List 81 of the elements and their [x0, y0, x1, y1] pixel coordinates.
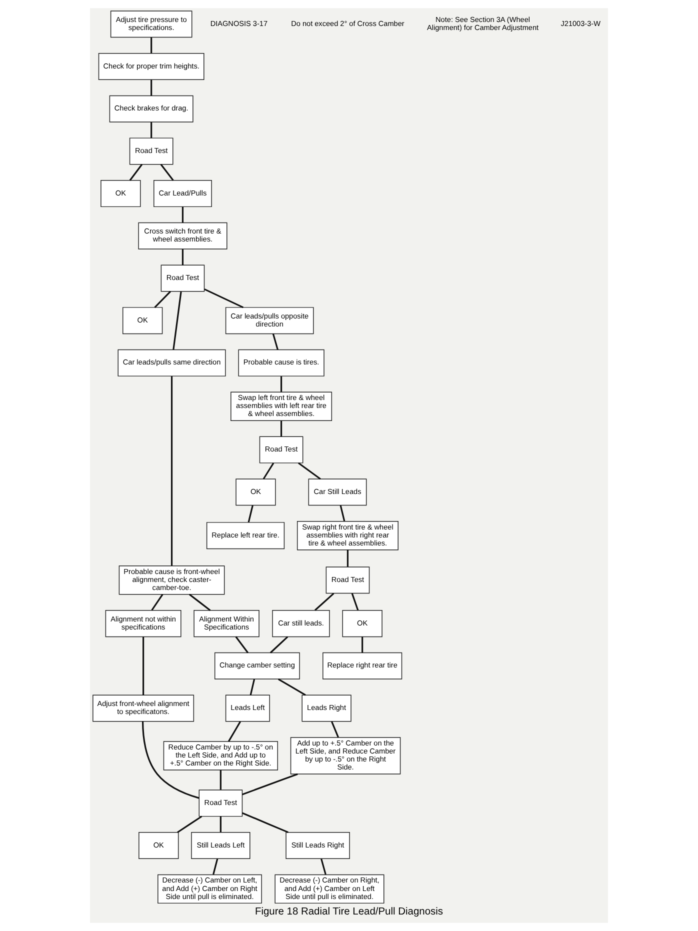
- label: Do not exceed 2° of Cross Camber: [291, 18, 404, 28]
- node-box: Road Test: [198, 790, 243, 817]
- connector: [182, 206, 184, 223]
- connector: [314, 592, 334, 611]
- connector: [212, 858, 218, 875]
- connector: [242, 773, 298, 796]
- node-box: Adjust tire pressure to specifications.: [110, 10, 192, 38]
- connector: [220, 816, 222, 832]
- node-box: Car leads/pulls opposite direction: [225, 307, 314, 334]
- connector: [172, 292, 182, 350]
- connector: [129, 164, 143, 181]
- node-box: OK: [138, 832, 179, 860]
- connector: [346, 550, 349, 567]
- connector: [262, 462, 274, 480]
- connector: [150, 37, 152, 54]
- node-box: Probable cause is tires.: [238, 349, 324, 376]
- connector: [204, 288, 244, 308]
- node-box: Car Lead/Pulls: [154, 180, 212, 208]
- label: Note: See Section 3A (Wheel Alignment) for Camber Adjustment: [427, 14, 539, 32]
- connector: [280, 376, 282, 392]
- node-box: Alignment Within Specifications: [194, 610, 260, 638]
- node-box: Car leads/pulls same direction: [118, 349, 226, 376]
- node-box: Swap left front tire & wheel assemblies with left rear tire & wheel assemblies.: [230, 392, 332, 421]
- caption: Figure 18 Radial Tire Lead/Pull Diagnosis: [254, 906, 444, 918]
- node-box: OK: [122, 307, 163, 334]
- node-box: Road Test: [160, 264, 205, 292]
- connector: [280, 420, 282, 436]
- connector: [182, 249, 184, 266]
- connector: [278, 678, 306, 696]
- node-box: Adjust front-wheel alignment to specificatons.: [92, 694, 194, 722]
- connector: [142, 721, 200, 799]
- node-box: OK: [236, 478, 276, 506]
- node-box: Decrease (-) Camber on Left, and Add (+) Camber on Right Side until pull is eliminated.: [158, 874, 262, 904]
- node-box: Replace right rear tire: [322, 652, 402, 680]
- connector: [188, 594, 211, 611]
- node-box: Check for proper trim heights.: [98, 53, 204, 80]
- node-box: Still Leads Left: [191, 832, 250, 860]
- node-box: Road Test: [326, 566, 370, 594]
- connector: [154, 290, 172, 308]
- connector: [270, 636, 288, 654]
- connector: [228, 721, 242, 742]
- connector: [362, 636, 364, 653]
- label: DIAGNOSIS 3-17: [210, 18, 268, 28]
- node-box: Probable cause is front-wheel alignment, check caster-camber-toe.: [118, 566, 225, 595]
- connector: [351, 593, 359, 611]
- node-box: Decrease (-) Camber on Right, and Add (+) Camber on Left Side until pull is eliminated.: [274, 874, 384, 904]
- connector: [170, 376, 173, 566]
- node-box: Road Test: [129, 138, 174, 165]
- node-box: Leads Left: [225, 694, 270, 722]
- node-box: Leads Right: [302, 694, 352, 722]
- connector: [242, 812, 289, 834]
- connector: [160, 164, 174, 181]
- node-box: Reduce Camber by up to -.5° on the Left Side, and Add up to +.5° Camber on the Right Side.: [163, 741, 278, 770]
- connector: [248, 505, 254, 522]
- node-box: Road Test: [259, 436, 304, 464]
- connector: [272, 334, 278, 350]
- connector: [250, 678, 256, 696]
- connector: [142, 636, 144, 696]
- connector: [220, 770, 222, 790]
- connector: [177, 816, 202, 834]
- label: J21003-3-W: [560, 18, 600, 28]
- connector: [235, 636, 249, 654]
- node-box: Car still leads.: [272, 610, 330, 638]
- connector: [151, 594, 164, 611]
- node-box: Replace left rear tire.: [206, 522, 285, 550]
- node-box: Car Still Leads: [308, 478, 367, 506]
- connector: [150, 80, 152, 96]
- connector: [331, 721, 340, 738]
- node-box: Check brakes for drag.: [109, 95, 194, 122]
- node-box: OK: [342, 610, 382, 638]
- node-box: OK: [100, 180, 141, 208]
- connector: [340, 505, 346, 522]
- node-box: Add up to +.5° Camber on the Left Side, and Reduce Camber by up to -.5° on the Right Side.: [290, 737, 401, 774]
- node-box: Still Leads Right: [286, 832, 350, 860]
- connector: [150, 122, 152, 138]
- connector: [320, 858, 326, 875]
- connector: [298, 462, 321, 480]
- node-box: Cross switch front tire & wheel assemblies.: [138, 222, 228, 250]
- node-box: Change camber setting: [214, 652, 300, 680]
- node-box: Alignment not within specifications: [105, 610, 182, 638]
- node-box: Swap right front tire & wheel assemblies with right rear tire & wheel assemblies.: [296, 520, 398, 550]
